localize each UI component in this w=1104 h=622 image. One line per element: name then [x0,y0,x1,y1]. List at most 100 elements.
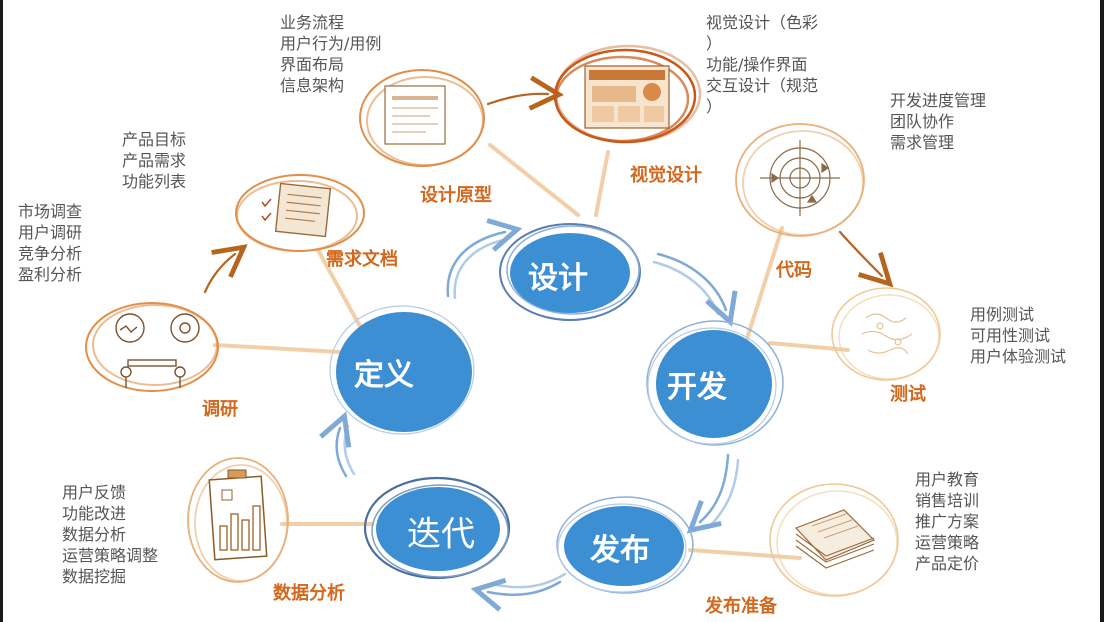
arrow-release-to-iterate [488,582,562,595]
define-stage-label: 定义 [354,358,414,393]
note-item: 盈利分析 [18,265,83,284]
connector-release-prep [688,548,802,560]
note-item: 用户教育 [915,470,980,489]
target-chart-icon [760,140,840,216]
right-border [1100,0,1104,622]
requirements-node [235,174,365,252]
note-item: 用例测试 [970,305,1035,324]
wireframe-icon [384,85,446,145]
develop-stage-label: 开发 [667,370,727,405]
arrow-release-to-iterate-sketch [490,572,567,589]
note-item: 产品定价 [915,554,980,573]
node-arrows [203,94,882,294]
define-stage [329,305,475,435]
note-item: 交互设计（规范 [706,76,819,95]
note-item: 团队协作 [890,112,955,131]
release-prep-notes: 用户教育 销售培训 推广方案 运营策略 产品定价 [915,469,979,574]
note-item: 市场调查 [18,202,83,221]
visual-node [553,44,702,144]
note-item: 推广方案 [915,512,980,531]
test-sketch-icon [861,313,913,355]
iterate-stage-label: 迭代 [407,514,475,555]
analysis-node [187,457,289,583]
data-analysis-notes: 用户反馈 功能改进 数据分析 运营策略调整 数据挖掘 [62,482,158,587]
note-item: 需求管理 [890,133,955,152]
note-item: 开发进度管理 [890,91,987,110]
note-item: 信息架构 [280,76,345,95]
arrow-code-to-testing [838,230,882,276]
note-item: 产品需求 [122,151,187,170]
connector-develop-code [743,226,784,347]
code-label: 代码 [776,260,812,281]
connector-define-research [213,343,342,354]
release-prep-label: 发布准备 [705,596,777,617]
arrow-design-to-develop [656,252,726,310]
connector-lines [213,143,850,560]
note-item: 销售培训 [915,491,980,510]
arrow-define-to-design [446,232,505,298]
data-analysis-label: 数据分析 [273,583,345,604]
note-item: 数据分析 [62,525,127,544]
paper-stack-icon [794,509,876,569]
note-item: 用户体验测试 [970,347,1067,366]
develop-stage [646,320,784,446]
prototype-notes: 业务流程 用户行为/用例 界面布局 信息架构 [280,12,381,96]
requirements-doc-label: 需求文档 [326,249,398,270]
note-item: 功能列表 [122,172,187,191]
code-node [735,123,865,237]
document-checklist-icon [261,182,332,238]
arrow-iterate-to-define-sketch [343,424,356,476]
release-stage [556,496,694,594]
bar-chart-board-icon [208,469,268,561]
arrow-prototype-to-visual [486,94,548,104]
note-item: 用户行为/用例 [280,34,382,53]
design-stage-label: 设计 [528,261,588,296]
note-item: 用户反馈 [62,483,127,502]
release-stage-label: 发布 [590,533,650,568]
connector-develop-testing [768,341,850,352]
prototype-label: 设计原型 [420,185,492,206]
visual-design-notes: 视觉设计（色彩 ） 功能/操作界面 交互设计（规范 ） [706,12,818,117]
note-item: ） [706,34,723,53]
arrow-define-to-design-sketch [453,237,510,300]
research-notes: 市场调查 用户调研 竞争分析 盈利分析 [18,201,82,285]
visual-design-label: 视觉设计 [630,165,702,186]
testing-label: 测试 [890,384,926,405]
connector-define-requirements [316,248,364,332]
connector-design-visual [594,150,610,217]
note-item: 竞争分析 [18,244,83,263]
arrow-research-to-requirements [203,254,235,294]
code-notes: 开发进度管理 团队协作 需求管理 [890,90,986,153]
note-item: 界面布局 [280,55,345,74]
left-border [0,0,3,622]
note-item: 可用性测试 [970,326,1051,345]
meeting-sketch-icon [115,313,200,388]
note-item: ） [706,97,723,116]
iterate-stage [363,476,511,580]
requirements-notes: 产品目标 产品需求 功能列表 [122,129,186,192]
stage-circles [329,223,784,594]
note-item: 功能/操作界面 [706,55,808,74]
note-item: 视觉设计（色彩 [706,13,819,32]
testing-node [831,287,941,381]
note-item: 功能改进 [62,504,127,523]
visual-mockup-icon [584,65,670,129]
research-label: 调研 [202,399,238,420]
connector-design-prototype [488,143,580,217]
node-circles [85,44,941,597]
note-item: 数据挖掘 [62,567,127,586]
note-item: 产品目标 [122,130,187,149]
arrow-develop-to-release [700,453,730,522]
arrow-iterate-to-define [337,428,346,478]
note-item: 用户调研 [18,223,83,242]
design-stage [499,223,641,321]
release-prep-node [769,483,899,597]
note-item: 运营策略调整 [62,546,159,565]
arrow-develop-to-release-sketch [706,458,740,530]
research-node [85,302,219,392]
note-item: 业务流程 [280,13,345,32]
prototype-node [359,69,485,167]
note-item: 运营策略 [915,533,980,552]
testing-notes: 用例测试 可用性测试 用户体验测试 [970,304,1066,367]
